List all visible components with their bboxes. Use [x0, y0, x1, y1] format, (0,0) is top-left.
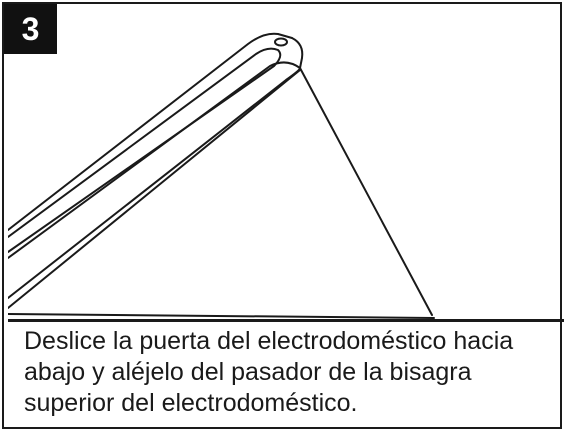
door-outer-edge — [8, 32, 293, 231]
step-number-badge: 3 — [4, 4, 57, 54]
appliance-lower-edge — [8, 313, 435, 319]
door-hinge-illustration — [8, 8, 564, 319]
door-groove-lower — [8, 69, 301, 309]
door-groove-upper — [8, 47, 282, 253]
instruction-text: Deslice la puerta del electrodoméstico h… — [24, 326, 554, 419]
instruction-line-3: superior del electrodoméstico. — [24, 389, 358, 417]
instruction-line-1: Deslice la puerta del electrodoméstico h… — [24, 327, 514, 355]
door-hinge-drawing — [8, 32, 435, 319]
instruction-line-2: abajo y aléjelo del pasador de la bisagr… — [24, 358, 472, 386]
door-groove-lower-2 — [8, 67, 301, 299]
door-inner-edge — [8, 61, 301, 259]
door-top-end — [291, 37, 304, 69]
caption-divider — [8, 319, 564, 322]
hinge-pin — [274, 37, 288, 47]
appliance-side-edge — [299, 67, 433, 316]
